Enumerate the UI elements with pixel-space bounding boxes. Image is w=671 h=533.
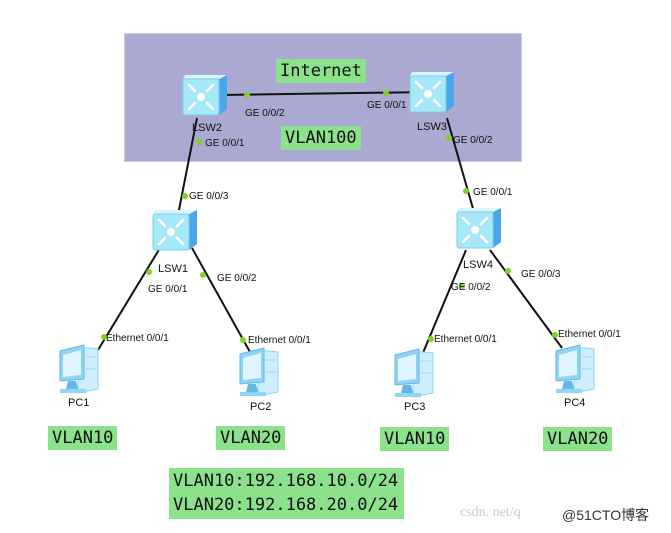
switch-icon-lsw1[interactable]: [152, 210, 197, 251]
pc1-vlan-tag: VLAN10: [48, 426, 118, 450]
port-dot: [244, 92, 250, 98]
link-line: [219, 91, 431, 96]
switch-icon-lsw2[interactable]: [182, 75, 227, 116]
switch-icon-lsw3[interactable]: [409, 72, 454, 113]
port-dot: [505, 268, 511, 274]
port-label: GE 0/0/2: [453, 135, 493, 146]
vlan100-label: VLAN100: [281, 126, 361, 150]
subnet-line: VLAN20:192.168.20.0/24: [173, 495, 399, 515]
internet-label: Internet: [276, 59, 366, 83]
port-label: GE 0/0/3: [189, 191, 229, 202]
port-label: GE 0/0/1: [473, 187, 513, 198]
port-label: GE 0/0/2: [245, 108, 285, 119]
port-dot: [182, 193, 188, 199]
pc-icon-pc3[interactable]: [394, 348, 434, 398]
lsw4-label: LSW4: [463, 259, 493, 271]
port-label: GE 0/0/2: [451, 282, 491, 293]
pc-icon-pc1[interactable]: [59, 344, 99, 394]
port-label: Ethernet 0/0/1: [248, 335, 311, 346]
link-line: [419, 249, 467, 361]
port-dot: [101, 334, 107, 340]
port-dot: [196, 139, 202, 145]
pc1-label: PC1: [68, 397, 90, 409]
port-dot: [383, 90, 389, 96]
lsw1-label: LSW1: [158, 263, 188, 275]
port-dot: [446, 135, 452, 141]
pc2-label: PC2: [250, 401, 272, 413]
port-label: Ethernet 0/0/1: [558, 329, 621, 340]
port-dot: [146, 269, 152, 275]
link-line: [446, 117, 475, 213]
pc3-vlan-tag: VLAN10: [380, 427, 450, 451]
port-dot: [428, 336, 434, 342]
pc-icon-pc2[interactable]: [239, 347, 279, 397]
port-dot: [459, 283, 465, 289]
port-label: GE 0/0/1: [148, 284, 188, 295]
port-label: Ethernet 0/0/1: [434, 334, 497, 345]
pc-icon-pc4[interactable]: [555, 344, 595, 394]
lsw2-label: LSW2: [192, 122, 222, 134]
link-line: [191, 247, 251, 353]
port-dot: [463, 188, 469, 194]
port-label: GE 0/0/1: [205, 138, 245, 149]
subnet-legend: VLAN10:192.168.10.0/24 VLAN20:192.168.20…: [169, 468, 405, 519]
pc2-vlan-tag: VLAN20: [216, 426, 286, 450]
port-dot: [200, 272, 206, 278]
pc3-label: PC3: [404, 401, 426, 413]
port-label: GE 0/0/1: [367, 100, 407, 111]
subnet-line: VLAN10:192.168.10.0/24: [173, 471, 399, 491]
watermark-brand: @51CTO博客: [562, 507, 650, 523]
pc4-label: PC4: [564, 397, 586, 409]
lsw3-label: LSW3: [417, 121, 447, 133]
port-label: GE 0/0/3: [521, 269, 561, 280]
port-dot: [240, 337, 246, 343]
link-line: [177, 117, 198, 216]
switch-icon-lsw4[interactable]: [456, 208, 501, 249]
watermark-faint: csdn. net/q: [460, 505, 521, 520]
port-label: Ethernet 0/0/1: [106, 333, 169, 344]
port-dot: [552, 332, 558, 338]
link-line: [489, 249, 563, 349]
pc4-vlan-tag: VLAN20: [543, 427, 613, 451]
port-label: GE 0/0/2: [217, 273, 257, 284]
